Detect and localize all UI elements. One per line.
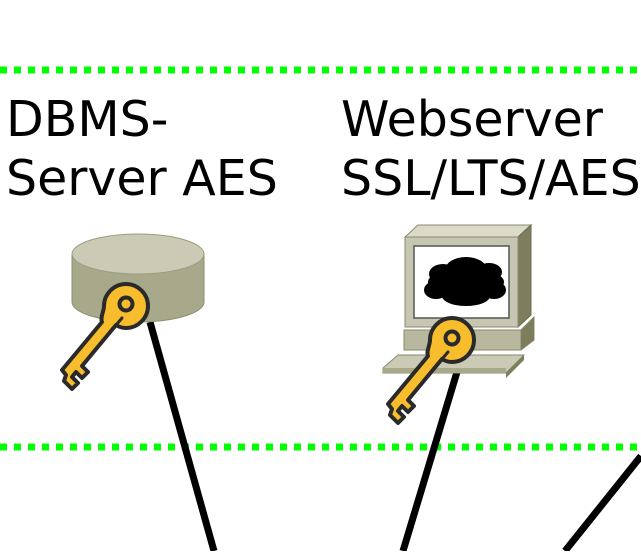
computer-terminal-icon bbox=[382, 223, 535, 378]
connector-dbms bbox=[146, 321, 218, 552]
webserver-label-line-1: Webserver bbox=[341, 91, 603, 148]
dbms-label-line-2: Server AES bbox=[6, 150, 278, 207]
webserver-label-line-2: SSL/LTS/AES bbox=[341, 150, 641, 207]
connector-webserver bbox=[399, 370, 461, 553]
cloud-icon bbox=[424, 257, 506, 306]
webserver-label: Webserver SSL/LTS/AES bbox=[341, 90, 641, 208]
connector-offscreen bbox=[562, 453, 641, 554]
dbms-label-line-1: DBMS- bbox=[6, 91, 169, 148]
dbms-server-label: DBMS- Server AES bbox=[6, 90, 278, 208]
